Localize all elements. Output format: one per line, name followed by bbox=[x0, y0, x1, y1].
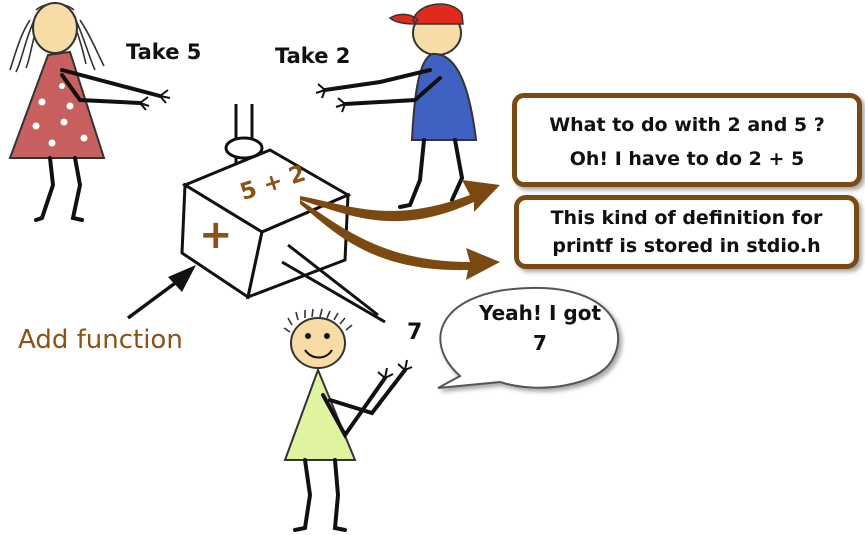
question-callout: What to do with 2 and 5 ? Oh! I have to … bbox=[512, 93, 862, 187]
add-function-label: Add function bbox=[18, 325, 183, 355]
output-pipes bbox=[281, 243, 386, 324]
girl-head bbox=[32, 2, 78, 54]
boy-cap bbox=[388, 3, 464, 25]
kid-hands bbox=[377, 359, 413, 379]
question-line: What to do with 2 and 5 ? bbox=[549, 114, 825, 136]
definition-line-2: printf is stored in stdio.h bbox=[552, 235, 821, 257]
arrow-to-question bbox=[300, 180, 500, 222]
kid-head bbox=[290, 317, 346, 369]
girl-dress-dots bbox=[32, 83, 88, 147]
definition-line-1: This kind of definition for bbox=[550, 207, 823, 229]
speech-text: Yeah! I got 7 bbox=[470, 298, 610, 358]
definition-callout: This kind of definition for printf is st… bbox=[514, 195, 859, 269]
boy-figure bbox=[315, 3, 478, 209]
output-value: 7 bbox=[407, 320, 423, 345]
boy-arms bbox=[323, 68, 442, 106]
kid-shirt bbox=[283, 367, 357, 461]
speech-line-2: 7 bbox=[533, 331, 547, 355]
kid-legs bbox=[293, 458, 347, 532]
answer-line: Oh! I have to do 2 + 5 bbox=[569, 148, 805, 170]
girl-legs bbox=[34, 156, 84, 222]
boy-legs bbox=[398, 138, 465, 209]
girl-hands bbox=[139, 89, 171, 111]
kid-figure bbox=[283, 308, 413, 532]
girl-figure bbox=[8, 2, 171, 222]
boy-hands bbox=[315, 83, 346, 113]
girl-dress bbox=[8, 50, 106, 159]
boy-shirt bbox=[410, 52, 478, 141]
take-2-label: Take 2 bbox=[275, 44, 351, 68]
kid-hair bbox=[283, 308, 353, 333]
speech-line-1: Yeah! I got bbox=[478, 301, 602, 325]
kid-arms bbox=[321, 368, 407, 439]
girl-arms bbox=[60, 68, 162, 105]
kid-face bbox=[304, 333, 333, 359]
arrow-to-definition bbox=[300, 200, 500, 280]
take-5-label: Take 5 bbox=[126, 40, 202, 64]
speech-bubble bbox=[437, 286, 620, 389]
add-function-arrow bbox=[126, 265, 196, 320]
plus-symbol: + bbox=[199, 212, 233, 258]
brown-arrows bbox=[300, 180, 500, 280]
